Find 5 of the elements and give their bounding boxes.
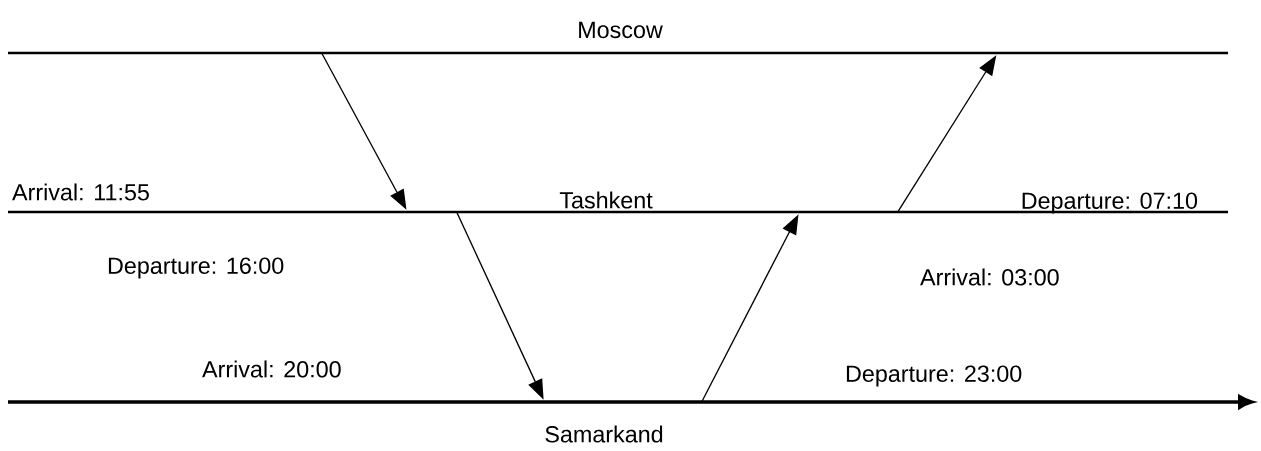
- timeline: Moscow: [8, 21, 1228, 55]
- time-label: Arrival: 03:00: [920, 268, 1059, 286]
- time-label: Departure: 07:10: [1022, 192, 1198, 214]
- node-label: Samarkand: [545, 425, 663, 443]
- time-label: Departure: 16:00: [108, 257, 284, 279]
